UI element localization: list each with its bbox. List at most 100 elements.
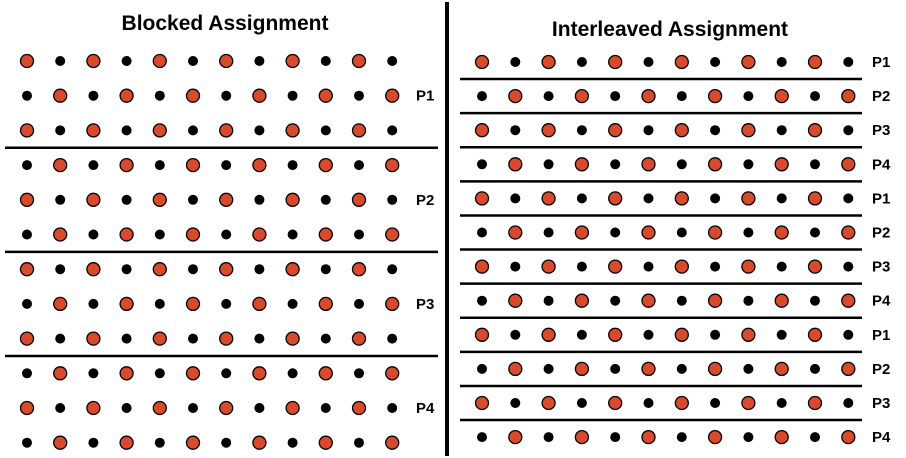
black-dot — [477, 159, 487, 170]
interleaved-processor-label: P1 — [872, 54, 890, 71]
black-dot — [743, 159, 754, 170]
black-dot — [676, 432, 687, 443]
black-dot — [387, 403, 398, 413]
black-dot — [477, 91, 487, 102]
black-dot — [776, 329, 787, 340]
red-dot — [807, 327, 823, 342]
black-dot — [510, 398, 521, 408]
black-dot — [610, 363, 621, 374]
red-dot — [219, 331, 234, 346]
black-dot — [676, 227, 687, 238]
black-dot — [543, 227, 554, 238]
black-dot — [643, 125, 654, 136]
red-dot — [741, 395, 756, 411]
black-dot — [320, 264, 331, 275]
black-dot — [22, 90, 32, 101]
red-dot — [19, 192, 35, 207]
red-dot — [608, 259, 623, 274]
red-dot — [53, 227, 68, 242]
black-dot — [287, 437, 298, 448]
red-dot — [774, 429, 789, 445]
red-dot — [474, 54, 490, 70]
black-dot — [88, 437, 99, 448]
black-dot — [710, 398, 721, 408]
black-dot — [543, 432, 554, 443]
red-dot — [541, 259, 556, 274]
black-dot — [510, 193, 521, 204]
red-dot — [608, 327, 623, 342]
red-dot — [185, 366, 201, 381]
red-dot — [252, 296, 267, 312]
black-dot — [477, 227, 487, 238]
black-dot — [221, 437, 232, 448]
black-dot — [510, 329, 521, 340]
red-dot — [252, 227, 267, 242]
black-dot — [221, 229, 232, 240]
interleaved-processor-label: P3 — [872, 259, 890, 276]
red-dot — [474, 395, 490, 411]
red-dot — [385, 435, 400, 450]
black-dot — [121, 194, 132, 205]
black-dot — [776, 125, 787, 136]
red-dot — [252, 88, 267, 103]
black-dot — [354, 160, 364, 171]
red-dot — [741, 327, 756, 342]
red-dot — [574, 429, 590, 445]
black-dot — [510, 261, 521, 272]
red-dot — [219, 192, 234, 207]
red-dot — [185, 435, 201, 450]
red-dot — [608, 395, 623, 411]
black-dot — [22, 298, 32, 309]
red-dot — [807, 395, 823, 411]
red-dot — [541, 191, 556, 206]
black-dot — [254, 125, 265, 136]
red-dot — [807, 191, 823, 206]
red-dot — [252, 157, 267, 173]
red-dot — [474, 123, 490, 138]
red-dot — [86, 192, 101, 207]
black-dot — [710, 261, 721, 272]
black-dot — [287, 90, 298, 101]
red-dot — [674, 191, 689, 206]
black-dot — [810, 295, 820, 306]
black-dot — [221, 160, 232, 171]
red-dot — [774, 361, 789, 377]
black-dot — [843, 125, 854, 136]
black-dot — [710, 57, 721, 67]
black-dot — [287, 298, 298, 309]
black-dot — [643, 329, 654, 340]
red-dot — [385, 88, 400, 103]
black-dot — [254, 264, 265, 275]
red-dot — [318, 366, 333, 381]
red-dot — [474, 259, 490, 274]
black-dot — [254, 333, 265, 344]
black-dot — [121, 264, 132, 275]
red-dot — [641, 293, 656, 308]
black-dot — [387, 333, 398, 344]
black-dot — [576, 57, 587, 67]
red-dot — [385, 157, 400, 173]
black-dot — [776, 261, 787, 272]
blocked-processor-label: P3 — [416, 296, 434, 313]
black-dot — [643, 261, 654, 272]
red-dot — [385, 296, 400, 312]
red-dot — [351, 192, 367, 207]
black-dot — [743, 432, 754, 443]
red-dot — [318, 227, 333, 242]
black-dot — [843, 261, 854, 272]
red-dot — [841, 429, 856, 445]
interleaved-processor-label: P3 — [872, 122, 890, 139]
red-dot — [674, 395, 689, 411]
black-dot — [743, 91, 754, 102]
red-dot — [707, 293, 723, 308]
red-dot — [741, 191, 756, 206]
interleaved-processor-label: P4 — [872, 293, 891, 310]
black-dot — [22, 229, 32, 240]
black-dot — [55, 194, 66, 205]
black-dot — [55, 264, 66, 275]
black-dot — [576, 125, 587, 136]
black-dot — [320, 56, 331, 66]
red-dot — [574, 293, 590, 308]
